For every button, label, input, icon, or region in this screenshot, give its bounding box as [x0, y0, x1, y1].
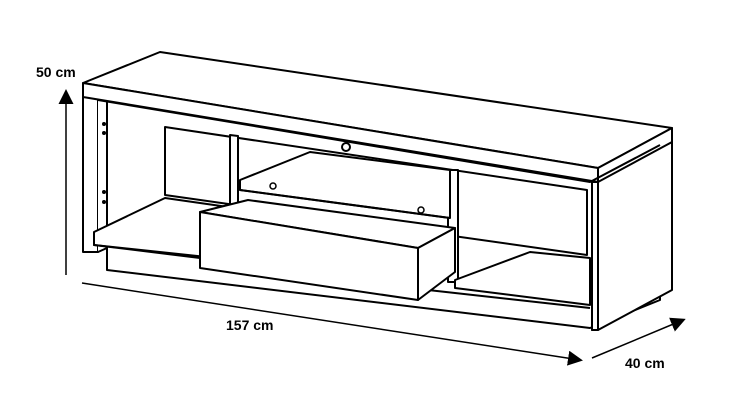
height-label: 50 cm	[36, 64, 76, 80]
depth-dimension-line	[591, 317, 686, 359]
cable-hole	[341, 142, 351, 152]
hinge-dots	[102, 122, 106, 204]
depth-label: 40 cm	[625, 355, 665, 371]
top-underside	[97, 99, 661, 183]
right-shelf	[454, 251, 591, 306]
right-side-face	[591, 181, 599, 331]
left-divider	[229, 134, 239, 213]
shelf-peg	[417, 206, 425, 214]
left-shelf-edge	[93, 232, 201, 259]
drawer-side	[417, 227, 456, 301]
shelf-peg	[269, 182, 277, 190]
width-dimension-line	[81, 282, 583, 366]
width-label: 157 cm	[226, 317, 273, 333]
middle-shelf-front	[239, 180, 451, 219]
left-side-panel	[82, 96, 99, 253]
